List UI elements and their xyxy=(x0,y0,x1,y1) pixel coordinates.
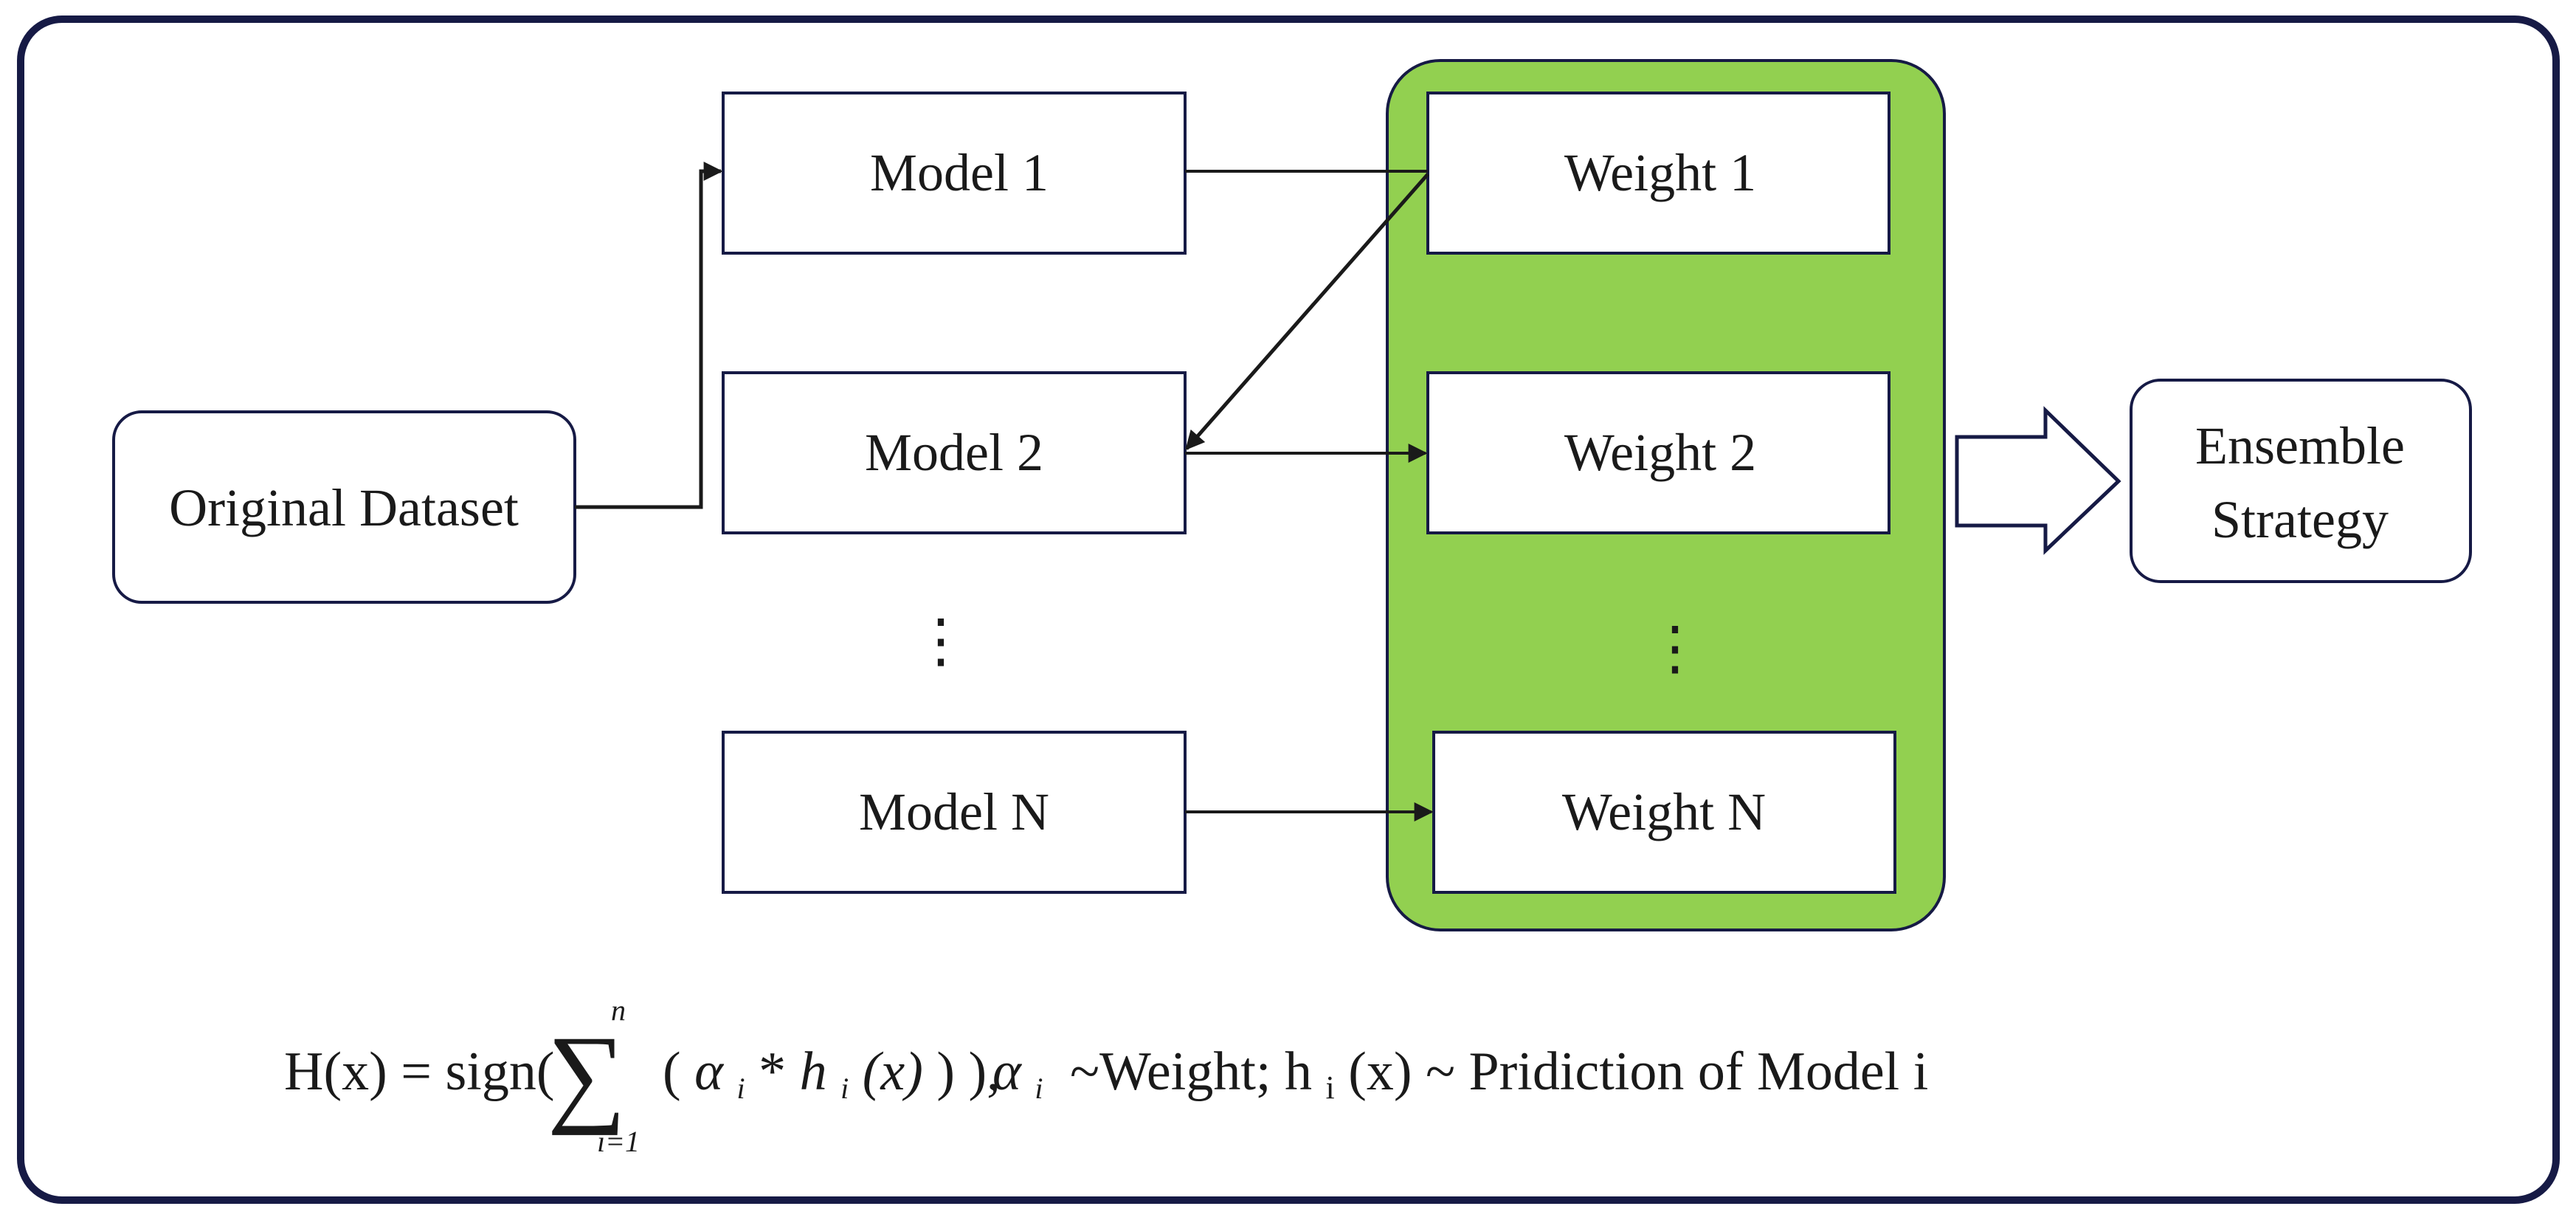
model-1-node: Model 1 xyxy=(722,92,1187,255)
svg-text:H(x) = sign(: H(x) = sign( xyxy=(284,1041,554,1102)
formula-legend-weight: ~Weight; h xyxy=(1070,1041,1312,1102)
formula-sum-symbol: ∑ xyxy=(548,1013,626,1136)
weight-1-label: Weight 1 xyxy=(1564,143,1756,202)
block-arrow-icon xyxy=(1955,406,2121,555)
formula-alpha2: α xyxy=(992,1041,1023,1102)
formula-star: * xyxy=(759,1041,786,1102)
svg-text:( α i *: ( α i * h i (x) ) ), xyxy=(663,1041,1001,1111)
formula-alpha2-sub: i xyxy=(1035,1072,1043,1105)
model-n-label: Model N xyxy=(859,782,1049,841)
weight-1-node: Weight 1 xyxy=(1426,92,1890,255)
original-dataset-node: Original Dataset xyxy=(112,410,576,604)
svg-text:α i ~Weight; h: α i ~Weight; h i (x) ~ Pridiction of Mod… xyxy=(992,1041,1928,1111)
ensemble-strategy-node: Ensemble Strategy xyxy=(2130,379,2472,583)
model-2-node: Model 2 xyxy=(722,371,1187,534)
formula-term-close: ) ), xyxy=(936,1041,1000,1102)
formula-legend-rest: (x) ~ Pridiction of Model i xyxy=(1348,1041,1928,1102)
ensemble-strategy-line2: Strategy xyxy=(2211,490,2389,549)
dataset-to-model1-arrow xyxy=(575,162,723,509)
weight-n-label: Weight N xyxy=(1562,782,1766,841)
outer-frame xyxy=(17,15,2560,1204)
weight1-to-model2-arrow xyxy=(1185,173,1429,450)
model-n-node: Model N xyxy=(722,731,1187,894)
formula-lhs: H(x) = sign( xyxy=(284,1041,554,1102)
model-2-label: Model 2 xyxy=(865,423,1043,482)
formula: H(x) = sign( ∑ n i=1 ( α i * h i (x) ) )… xyxy=(284,993,1928,1158)
formula-sum-lower: i=1 xyxy=(597,1125,640,1158)
weight-n-node: Weight N xyxy=(1432,731,1896,894)
weight-ellipsis: ⋮ xyxy=(1646,616,1705,681)
formula-term-open: ( xyxy=(663,1041,681,1102)
original-dataset-label: Original Dataset xyxy=(169,478,519,537)
model-1-label: Model 1 xyxy=(870,143,1049,202)
formula-h: h xyxy=(800,1041,827,1102)
formula-alpha: α xyxy=(694,1041,725,1102)
formula-alpha-sub: i xyxy=(737,1072,745,1105)
formula-h-sub: i xyxy=(840,1072,849,1105)
model-ellipsis: ⋮ xyxy=(911,609,970,674)
weight-2-node: Weight 2 xyxy=(1426,371,1890,534)
formula-h-arg: (x) xyxy=(863,1041,923,1102)
formula-sum-upper: n xyxy=(611,993,626,1027)
ensemble-strategy-line1: Ensemble xyxy=(2195,416,2405,475)
weight-2-label: Weight 2 xyxy=(1564,423,1756,482)
formula-legend-hsub: i xyxy=(1325,1069,1334,1106)
